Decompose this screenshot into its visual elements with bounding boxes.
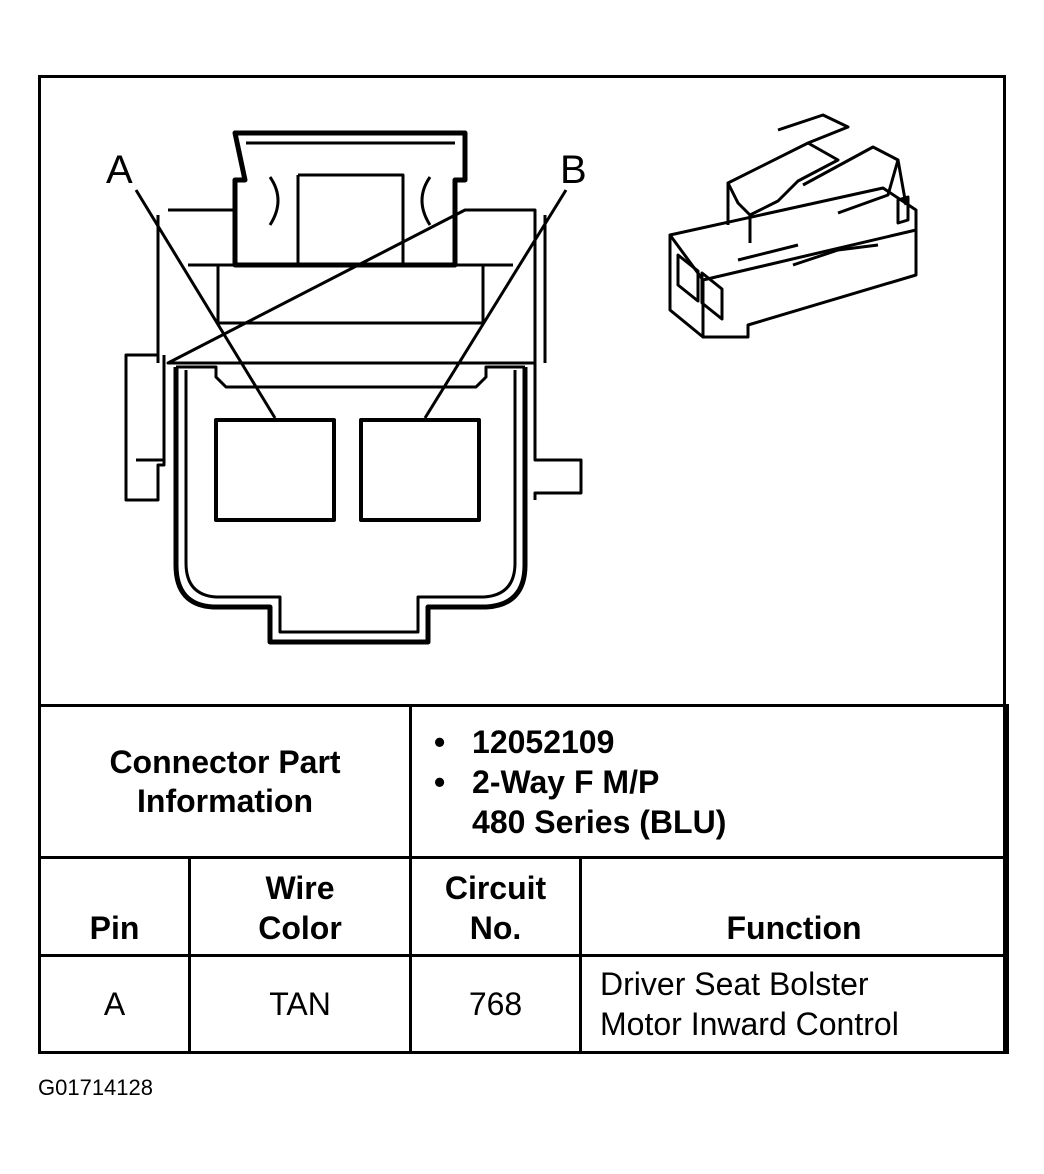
cell-pin: A xyxy=(38,954,191,1054)
connector-face-view xyxy=(124,130,583,645)
header-wire-color: Wire Color xyxy=(187,856,413,957)
part-number: 12052109 xyxy=(434,722,1006,762)
header-wire-color-line1: Wire xyxy=(265,870,335,906)
cell-wire-color: TAN xyxy=(187,954,413,1054)
table-row: A TAN 768 Driver Seat Bolster Motor Inwa… xyxy=(38,954,1010,1054)
header-function: Function xyxy=(579,856,1010,957)
part-description-line2: 480 Series (BLU) xyxy=(472,803,727,840)
part-info-label: Connector Part Information xyxy=(37,704,413,859)
header-pin: Pin xyxy=(38,856,191,957)
part-info-label-line1: Connector Part xyxy=(109,743,341,780)
cell-function: Driver Seat Bolster Motor Inward Control xyxy=(579,954,1010,1054)
pin-label-b: B xyxy=(560,148,587,192)
header-circuit-line1: Circuit xyxy=(444,870,547,906)
cell-function-line1: Driver Seat Bolster xyxy=(600,966,869,1002)
header-circuit-line2: No. xyxy=(469,910,522,946)
part-info-label-line2: Information xyxy=(137,782,313,819)
figure-frame xyxy=(38,75,1006,1054)
connector-info-table: Connector Part Information 12052109 2-Wa… xyxy=(37,704,1010,1054)
part-description-line1: 2-Way F M/P xyxy=(434,762,1006,802)
cell-circuit: 768 xyxy=(409,954,583,1054)
part-info-row: Connector Part Information 12052109 2-Wa… xyxy=(37,704,1010,859)
connector-isometric-view xyxy=(668,113,918,339)
connector-diagram: A B xyxy=(38,75,1006,707)
part-info-values: 12052109 2-Way F M/P 480 Series (BLU) xyxy=(409,704,1010,859)
pin-label-a: A xyxy=(106,148,133,192)
header-wire-color-line2: Color xyxy=(258,910,342,946)
figure-id: G01714128 xyxy=(38,1075,153,1100)
pin-table-header-row: Pin Wire Color Circuit No. Function xyxy=(38,856,1010,957)
header-circuit: Circuit No. xyxy=(409,856,583,957)
cell-function-line2: Motor Inward Control xyxy=(600,1006,899,1042)
